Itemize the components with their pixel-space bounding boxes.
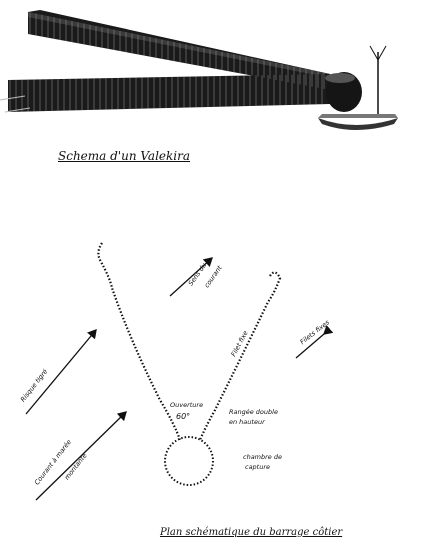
capture-chamber (164, 436, 214, 486)
ground-hatching (0, 95, 31, 113)
plan-caption: Plan schématique du barrage côtier (160, 527, 343, 538)
label-ouverture: Ouverture (170, 401, 204, 409)
fence-stakes (9, 12, 325, 112)
label-capture: capture (245, 463, 271, 471)
label-en-hauteur: en hauteur (229, 418, 265, 426)
capture-basket (325, 72, 362, 112)
label-chambre: chambre de (243, 453, 282, 461)
upper-fence (28, 10, 330, 90)
canoe (318, 114, 398, 130)
pole (369, 45, 387, 114)
lower-fence (8, 74, 330, 112)
valekira-caption: Schema d'un Valekira (58, 149, 191, 163)
left-net-arm (97, 242, 182, 441)
current-arrow (169, 257, 213, 297)
right-net-arm (198, 271, 282, 441)
tide-arrow (35, 411, 127, 501)
label-angle: 60° (176, 412, 191, 421)
label-rangee-double: Rangée double (229, 408, 278, 416)
fixed-net-arrow (295, 324, 334, 359)
risk-arrow (25, 329, 97, 415)
